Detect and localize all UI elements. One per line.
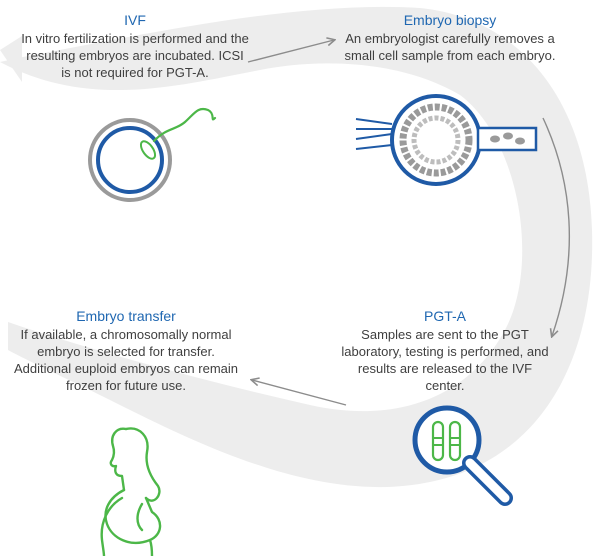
pregnant-woman-icon bbox=[100, 427, 162, 556]
arrow-biopsy-to-pgta bbox=[542, 117, 571, 336]
embryo-biopsy-icon bbox=[355, 94, 538, 186]
step-description: In vitro fertilization is performed and … bbox=[21, 31, 249, 80]
step-embryo-biopsy: Embryo biopsy An embryologist carefully … bbox=[340, 12, 560, 64]
step-description: Samples are sent to the PGT laboratory, … bbox=[341, 327, 549, 393]
step-title: IVF bbox=[124, 12, 146, 28]
step-title: Embryo transfer bbox=[76, 308, 176, 324]
step-description: An embryologist carefully removes a smal… bbox=[344, 31, 556, 63]
step-pgt-a: PGT-A Samples are sent to the PGT labora… bbox=[340, 308, 550, 394]
step-embryo-transfer: Embryo transfer If available, a chromoso… bbox=[8, 308, 244, 394]
step-ivf: IVF In vitro fertilization is performed … bbox=[20, 12, 250, 81]
magnifier-chromosome-icon bbox=[412, 405, 513, 506]
arrow-ivf-to-biopsy bbox=[247, 40, 334, 63]
step-description: If available, a chromosomally normal emb… bbox=[13, 327, 238, 393]
step-title: Embryo biopsy bbox=[403, 12, 497, 28]
flow-band bbox=[0, 6, 593, 488]
egg-sperm-icon bbox=[88, 107, 217, 202]
step-title: PGT-A bbox=[423, 308, 466, 324]
arrow-pgta-to-transfer bbox=[252, 380, 347, 406]
